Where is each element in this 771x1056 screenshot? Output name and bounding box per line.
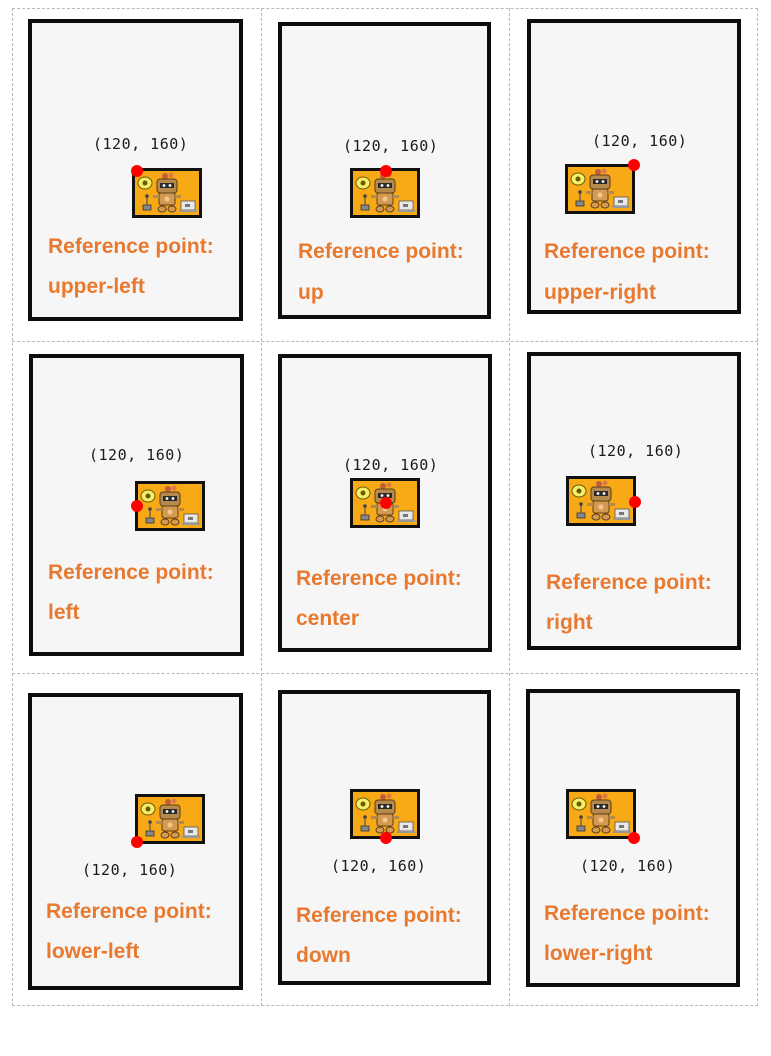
grid-divider [12, 341, 758, 342]
reference-label: Reference point: [296, 904, 462, 927]
robot-sprite-icon [565, 164, 635, 214]
coordinate-label: (120, 160) [588, 442, 684, 460]
coordinate-label: (120, 160) [82, 861, 178, 879]
reference-name: up [298, 281, 324, 304]
reference-dot [131, 836, 143, 848]
reference-label: Reference point: [546, 571, 712, 594]
dashed-grid [12, 8, 758, 1006]
reference-label: Reference point: [298, 240, 464, 263]
coordinate-label: (120, 160) [343, 456, 439, 474]
coordinate-label: (120, 160) [592, 132, 688, 150]
stage-frame [28, 19, 243, 321]
robot-sprite-icon [135, 481, 205, 531]
reference-label: Reference point: [296, 567, 462, 590]
reference-name: upper-right [544, 281, 656, 304]
reference-dot [629, 496, 641, 508]
reference-label: Reference point: [48, 235, 214, 258]
reference-name: left [48, 601, 80, 624]
reference-label: Reference point: [544, 902, 710, 925]
reference-name: right [546, 611, 593, 634]
reference-label: Reference point: [46, 900, 212, 923]
grid-divider [509, 8, 510, 1006]
reference-name: upper-left [48, 275, 145, 298]
stage-frame [28, 693, 243, 990]
reference-dot [131, 165, 143, 177]
grid-divider [261, 8, 262, 1006]
grid-divider [12, 673, 758, 674]
coordinate-label: (120, 160) [343, 137, 439, 155]
reference-dot [380, 165, 392, 177]
coordinate-label: (120, 160) [89, 446, 185, 464]
robot-sprite-icon [566, 789, 636, 839]
reference-name: lower-left [46, 940, 140, 963]
coordinate-label: (120, 160) [93, 135, 189, 153]
reference-dot [380, 497, 392, 509]
reference-dot [628, 832, 640, 844]
reference-label: Reference point: [544, 240, 710, 263]
coordinate-label: (120, 160) [331, 857, 427, 875]
reference-dot [628, 159, 640, 171]
reference-name: center [296, 607, 360, 630]
coordinate-label: (120, 160) [580, 857, 676, 875]
robot-sprite-icon [132, 168, 202, 218]
robot-sprite-icon [135, 794, 205, 844]
reference-name: lower-right [544, 942, 653, 965]
robot-sprite-icon [566, 476, 636, 526]
reference-dot [380, 832, 392, 844]
reference-label: Reference point: [48, 561, 214, 584]
robot-sprite-icon [350, 478, 420, 528]
reference-dot [131, 500, 143, 512]
robot-sprite-icon [350, 789, 420, 839]
reference-name: down [296, 944, 351, 967]
